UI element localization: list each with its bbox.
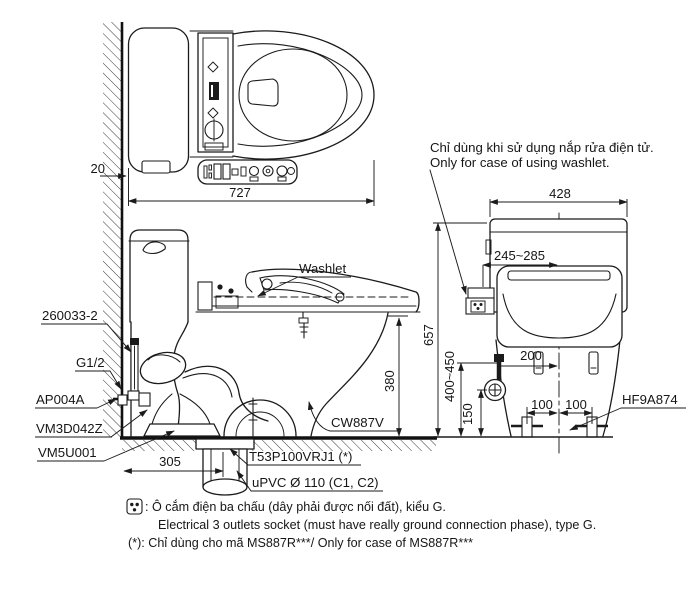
label-drain-socket: VM5U001 [38, 445, 97, 460]
wall-and-floor [103, 22, 437, 451]
supply-plumbing [113, 338, 269, 422]
label-hf9a874: HF9A874 [622, 392, 678, 407]
sensor-window [209, 82, 219, 100]
note-socket-en: Electrical 3 outlets socket (must have r… [158, 518, 596, 532]
dim-100-left-value: 100 [531, 397, 553, 412]
dim-100-right-value: 100 [565, 397, 587, 412]
diamond-icon [207, 61, 219, 73]
flush-outlet [247, 78, 279, 107]
stop-valve [117, 394, 128, 406]
body-right [602, 339, 621, 437]
rear-view: 428 245~285 657 400~450 200 150 [421, 186, 686, 457]
tank-base-tab [141, 160, 171, 174]
dim-657-value: 657 [421, 324, 436, 346]
washlet-lid-profile [251, 268, 420, 313]
dim-305-value: 305 [159, 454, 181, 469]
dim-200-value: 200 [520, 348, 542, 363]
hinge-housing [197, 281, 213, 311]
dim-bolt-pitch: 100 100 [526, 397, 593, 424]
dim-total-height: 657 [421, 222, 487, 437]
dim-supply-height: 400~450 [442, 351, 497, 437]
anchor-bolt [248, 397, 258, 437]
note-asterisk: (*): Chỉ dùng cho mã MS887R***/ Only for… [128, 536, 473, 550]
note-leader [429, 169, 467, 295]
fixing-bolt-right [588, 351, 599, 375]
drain-flange [195, 438, 255, 450]
bowl-front-curve [310, 312, 389, 437]
seat-ring-top [237, 43, 363, 147]
label-drain-pipe: uPVC Ø 110 (C1, C2) [252, 475, 379, 490]
control-panel-buttons [203, 163, 295, 182]
washlet-usage-note: Chỉ dùng khi sử dụng nắp rửa điện tử. On… [429, 140, 654, 295]
washlet-rear [496, 265, 623, 375]
hose-connector [127, 390, 140, 401]
seat-opening [238, 48, 348, 142]
drain-pipe-end [202, 478, 248, 496]
label-washlet: Washlet [299, 261, 346, 276]
washlet-note-vi: Chỉ dùng khi sử dụng nắp rửa điện tử. [430, 140, 654, 155]
control-panel [197, 159, 298, 185]
rear-supply [483, 354, 507, 402]
wall-hatching [103, 22, 122, 438]
label-bolt-cap: HF9A874 [569, 392, 686, 431]
label-stop-valve: AP004A [36, 392, 85, 407]
fixing-bolt-left [533, 351, 544, 375]
power-socket-box [465, 287, 495, 315]
side-view: 380 305 Washlet 260033-2 G1/2 AP004A VM3… [35, 229, 421, 496]
note-socket-vi: : Ô cắm điện ba chấu (dây phải được nối … [145, 499, 446, 514]
floor-hatching [122, 440, 436, 451]
dim-245-285-value: 245~285 [494, 248, 545, 263]
dim-supply-offset: 200 [499, 348, 558, 371]
drain-pipe [195, 438, 255, 496]
dim-400-450-value: 400~450 [442, 351, 457, 402]
label-socket-part: T53P100VRJ1 (*) [249, 449, 352, 464]
dim-washlet-width: 245~285 [482, 248, 558, 287]
label-bowl-model: CW887V [331, 415, 384, 430]
washlet-unit-top [197, 32, 234, 153]
label-thread: G1/2 [76, 355, 105, 370]
socket-icon-legend [126, 498, 143, 515]
dim-width: 428 [489, 186, 628, 217]
dim-150-value: 150 [460, 403, 475, 425]
trapway [143, 393, 297, 437]
tank-lid-detail [142, 241, 166, 255]
diamond-icon [207, 107, 219, 119]
top-view: 20 727 [91, 27, 375, 206]
trap-dome [223, 399, 297, 437]
label-fixing-flange: VM3D042Z [36, 421, 103, 436]
washlet-side [195, 268, 421, 339]
dim-seat-height: 380 [382, 315, 408, 437]
hose-loop [139, 351, 187, 385]
side-view-labels: Washlet 260033-2 G1/2 AP004A VM3D042Z VM… [35, 261, 397, 492]
socket-icon [470, 300, 486, 313]
dim-20-value: 20 [91, 161, 105, 176]
bowl-outline-top [232, 30, 375, 160]
dim-wall-clearance: 20 [91, 161, 129, 184]
tank-side [129, 229, 189, 323]
label-supply-hose: 260033-2 [42, 308, 98, 323]
footnotes: : Ô cắm điện ba chấu (dây phải được nối … [126, 498, 596, 550]
dim-total-depth: 727 [127, 160, 375, 206]
dim-380-value: 380 [382, 370, 397, 392]
dim-727-value: 727 [229, 185, 251, 200]
dim-428-value: 428 [549, 186, 571, 201]
washlet-note-en: Only for case of using washlet. [430, 155, 610, 170]
dim-drain-offset: 305 [123, 452, 224, 477]
pedestal-foot [143, 423, 221, 437]
tank-top-view [127, 27, 190, 173]
nozzle [299, 311, 309, 339]
dim-valve-height: 150 [460, 389, 487, 437]
